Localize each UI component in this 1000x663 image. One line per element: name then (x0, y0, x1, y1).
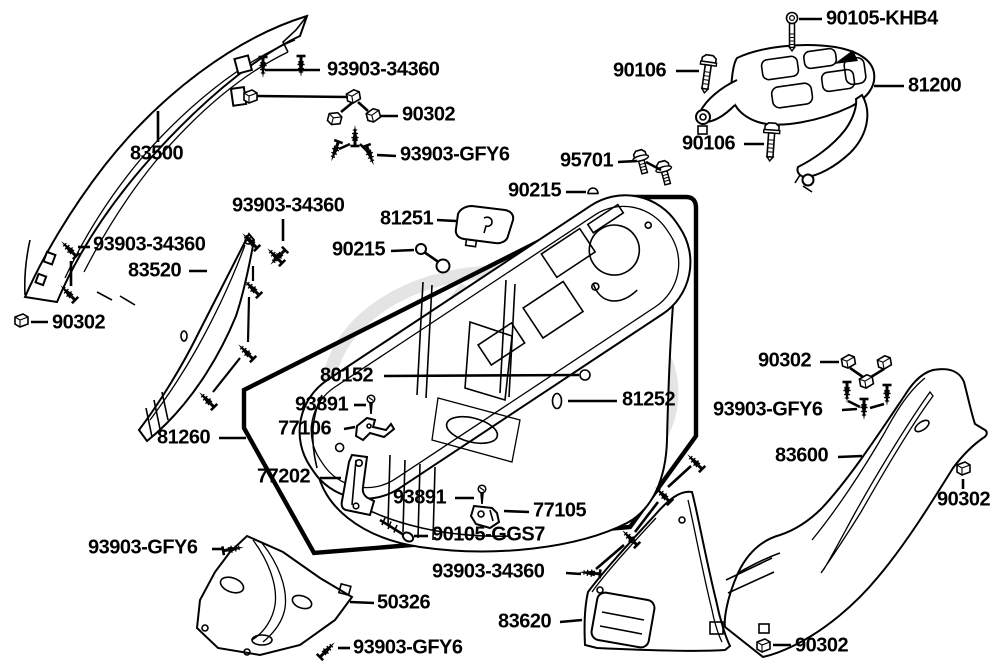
part-81260-body-cover (298, 194, 692, 553)
fbolt-icon (653, 158, 677, 188)
part-83600-right-cover (723, 368, 988, 659)
part-label-83500-3[interactable]: 83500 (130, 142, 184, 165)
screw-icon (881, 383, 893, 408)
cap-icon (587, 187, 599, 195)
part-label-90302-21[interactable]: 90302 (758, 349, 812, 372)
part-83500-spoiler (23, 14, 309, 306)
part-label-50326-31[interactable]: 50326 (377, 591, 431, 614)
part-label-93903-34360-0[interactable]: 93903-34360 (327, 58, 440, 81)
ball-pin-icon (415, 243, 451, 274)
part-label-90302-1[interactable]: 90302 (402, 103, 456, 126)
part-label-93891-26[interactable]: 93891 (393, 486, 447, 509)
part-label-93903-GFY6-29[interactable]: 93903-GFY6 (88, 536, 198, 559)
screw-icon (325, 138, 345, 165)
part-label-77105-27[interactable]: 77105 (533, 499, 587, 522)
clip-icon (876, 354, 893, 371)
part-label-93891-17[interactable]: 93891 (295, 393, 349, 416)
part-label-81200-6[interactable]: 81200 (908, 74, 962, 97)
long-screw-90105-ggs7-icon (379, 517, 415, 543)
part-label-95701-8[interactable]: 95701 (560, 149, 614, 172)
part-label-93903-34360-10[interactable]: 93903-34360 (232, 194, 345, 217)
part-label-81260-19[interactable]: 81260 (157, 426, 211, 449)
part-label-90106-7[interactable]: 90106 (682, 132, 736, 155)
part-77202-bracket (340, 453, 376, 517)
part-label-93903-GFY6-22[interactable]: 93903-GFY6 (713, 398, 823, 421)
part-81251-lid (454, 204, 515, 248)
part-label-90215-12[interactable]: 90215 (332, 238, 386, 261)
part-label-83620-32[interactable]: 83620 (498, 610, 552, 633)
part-label-90106-5[interactable]: 90106 (613, 59, 667, 82)
part-81200-carrier (695, 44, 876, 193)
bolt-icon (760, 121, 782, 163)
hole-81252 (551, 392, 563, 410)
screw-icon (841, 380, 853, 405)
part-77106-bracket (354, 416, 396, 442)
screw-icon (315, 637, 340, 662)
part-label-90302-15[interactable]: 90302 (52, 311, 106, 334)
part-83520-pillar-cover (137, 232, 256, 443)
part-label-81252-20[interactable]: 81252 (622, 388, 676, 411)
clip-icon (756, 638, 771, 653)
part-label-83600-23[interactable]: 83600 (775, 444, 829, 467)
leader-lines (31, 17, 965, 650)
part-label-90215-9[interactable]: 90215 (508, 179, 562, 202)
screw-chain-lines (212, 266, 255, 393)
part-label-77106-18[interactable]: 77106 (278, 417, 332, 440)
part-83620-left-cover (583, 490, 732, 652)
direction-arrow-icon (834, 50, 858, 64)
part-label-93903-34360-30[interactable]: 93903-34360 (432, 560, 545, 583)
part-label-90302-24[interactable]: 90302 (937, 488, 991, 511)
clip-icon (956, 461, 971, 476)
part-label-80152-16[interactable]: 80152 (320, 364, 374, 387)
part-label-77202-25[interactable]: 77202 (257, 465, 311, 488)
clip-icon (325, 109, 344, 128)
part-label-83520-14[interactable]: 83520 (128, 259, 182, 282)
part-label-93903-GFY6-2[interactable]: 93903-GFY6 (400, 143, 510, 166)
part-label-90105-GGS7-28[interactable]: 90105-GGS7 (432, 523, 545, 546)
part-label-93903-GFY6-33[interactable]: 93903-GFY6 (353, 636, 463, 659)
screw-icon (858, 397, 870, 422)
screw-icon (295, 54, 307, 79)
screw-icon (349, 123, 361, 148)
part-50326-under-cover (195, 534, 354, 657)
bolt-icon (695, 53, 719, 95)
clip-icon (840, 353, 857, 370)
part-77105-bracket (469, 504, 501, 530)
part-label-90302-34[interactable]: 90302 (795, 634, 849, 657)
part-label-81251-11[interactable]: 81251 (380, 207, 434, 230)
hole-80152 (579, 369, 591, 381)
clip-icon (243, 89, 258, 104)
clip-icon (14, 313, 29, 328)
part-label-90105-KHB4-4[interactable]: 90105-KHB4 (826, 7, 938, 30)
part-label-93903-34360-13[interactable]: 93903-34360 (93, 233, 206, 256)
